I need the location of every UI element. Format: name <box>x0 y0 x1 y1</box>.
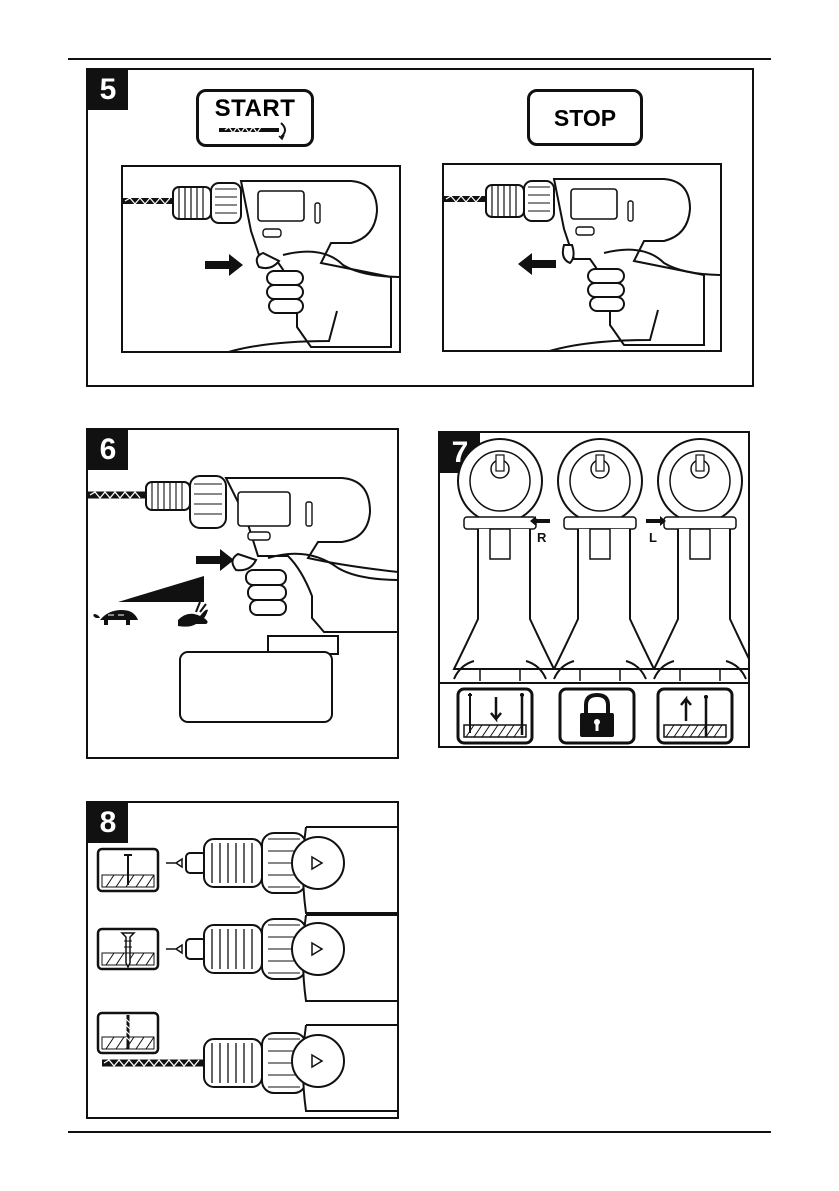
start-drill-frame <box>121 165 401 353</box>
drill-chuck-row-1 <box>166 827 399 913</box>
tortoise-icon <box>93 610 138 625</box>
stop-drill-frame <box>442 163 722 352</box>
figure-7-panel: 7 <box>438 431 750 748</box>
hare-icon <box>178 602 208 627</box>
drill-trigger-released-illustration <box>444 165 722 352</box>
direction-selector-illustration <box>440 433 750 748</box>
drive-in-icon <box>458 689 532 743</box>
drill-chuck-row-2 <box>166 915 399 1001</box>
drill-right-rotation <box>454 439 554 681</box>
drill-locked <box>554 439 654 681</box>
screw-icon <box>98 929 158 969</box>
lock-icon <box>560 689 634 743</box>
stop-button-illustration: STOP <box>527 89 643 146</box>
drill-trigger-pressed-illustration <box>123 167 401 353</box>
figure-5-panel: 5 START STOP <box>86 68 754 387</box>
drill-bit-rotate-icon <box>199 92 317 150</box>
stop-label: STOP <box>530 105 640 132</box>
figure-6-panel: 6 <box>86 428 399 759</box>
torque-setting-illustration <box>88 803 399 1119</box>
variable-speed-drill-illustration <box>88 430 399 759</box>
figure-8-panel: 8 <box>86 801 399 1119</box>
left-rotation-label: L <box>649 530 657 545</box>
top-rule <box>68 58 771 60</box>
drill-left-rotation <box>654 439 750 681</box>
drill-bit-icon <box>98 1013 158 1053</box>
bottom-rule <box>68 1131 771 1133</box>
drive-out-icon <box>658 689 732 743</box>
figure-number: 5 <box>88 70 128 110</box>
right-rotation-label: R <box>537 530 546 545</box>
nail-screwdriving-icon <box>98 849 158 891</box>
start-button-illustration: START <box>196 89 314 147</box>
